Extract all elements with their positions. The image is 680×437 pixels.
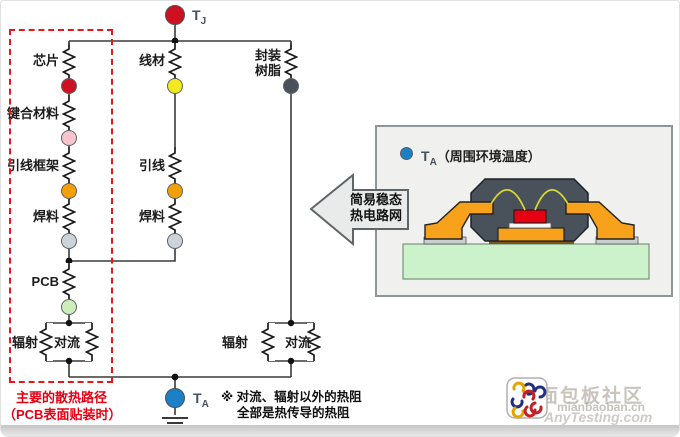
tj-node — [165, 5, 185, 25]
main-heat-path-box — [9, 29, 113, 383]
resin-label: 封装 树脂 — [255, 48, 282, 78]
pcb-resistor — [62, 263, 76, 301]
radiation-right-label: 辐射 — [222, 335, 249, 350]
center-solder-strip — [489, 240, 574, 244]
lead-frame-label: 引线框架 — [6, 158, 59, 173]
watermark-url2: AnyTesting.com — [544, 409, 653, 425]
panel-ta-label: TA（周围环境温度） — [421, 148, 541, 168]
left-bond-wire — [490, 189, 526, 211]
wire-node — [167, 78, 183, 94]
radiation-left-label: 辐射 — [12, 335, 39, 350]
lead-node — [167, 183, 183, 199]
wire-resistor — [168, 43, 182, 81]
lead-resistor — [168, 147, 182, 185]
watermark-url: mianbaoban.cn — [557, 400, 646, 414]
convection-left-resistor — [85, 323, 99, 361]
solder-middle-resistor — [168, 198, 182, 236]
die-pad — [497, 227, 565, 242]
convection-left-label: 对流 — [54, 335, 81, 350]
main-path-caption-line1: 主要的散热路径 — [16, 390, 108, 405]
package-cross-section-panel: TA（周围环境温度） — [375, 125, 673, 297]
left-arrow — [309, 172, 409, 247]
resin-resistor — [284, 43, 298, 81]
solder-left-node — [61, 233, 77, 249]
pcb-label: PCB — [31, 274, 59, 289]
wire-label: 线材 — [138, 53, 165, 68]
bonding-material-label: 键合材料 — [6, 106, 59, 121]
lead-frame-node — [61, 183, 77, 199]
solder-middle-label: 焊料 — [138, 209, 165, 224]
solder-left-resistor — [62, 198, 76, 236]
right-lead — [565, 201, 635, 240]
radiation-right-resistor — [261, 323, 275, 361]
chip-node — [61, 78, 77, 94]
watermark-site-name: 面包板社区 — [539, 386, 645, 407]
tj-label: TJ — [192, 7, 207, 27]
lead-label: 引线 — [138, 158, 165, 173]
bonding-material-node — [61, 130, 77, 146]
resin-node — [283, 78, 299, 94]
right-bond-wire — [534, 189, 569, 211]
solder-left-label: 焊料 — [32, 209, 59, 224]
convection-right-label: 对流 — [285, 335, 312, 350]
radiation-left-resistor — [39, 323, 53, 361]
arrow-caption: 简易稳态 热电路网 — [349, 192, 402, 223]
chip-label: 芯片 — [32, 53, 59, 68]
convection-right-resistor — [307, 323, 321, 361]
solder-middle-node — [167, 233, 183, 249]
watermark-logo-icon — [506, 377, 548, 419]
junction-dots — [65, 37, 295, 381]
lead-frame-resistor — [62, 147, 76, 185]
left-lead — [424, 201, 494, 240]
bonding-material-resistor — [62, 95, 76, 133]
main-path-caption-line2: （PCB表面贴装时） — [3, 407, 122, 422]
die — [513, 209, 547, 224]
pcb-node — [61, 299, 77, 315]
bottom-edge — [1, 425, 679, 436]
ta-node — [165, 388, 185, 408]
package-illustration — [402, 178, 650, 280]
panel-ta-node — [400, 147, 413, 160]
note-line2: 全部是热传导的热阻 — [237, 406, 350, 420]
die-attach — [508, 222, 552, 229]
note-line1: ※ 对流、辐射以外的热阻 — [221, 390, 362, 404]
chip-resistor — [62, 43, 76, 81]
ta-label: TA — [193, 390, 209, 410]
pcb-slab — [402, 243, 650, 280]
